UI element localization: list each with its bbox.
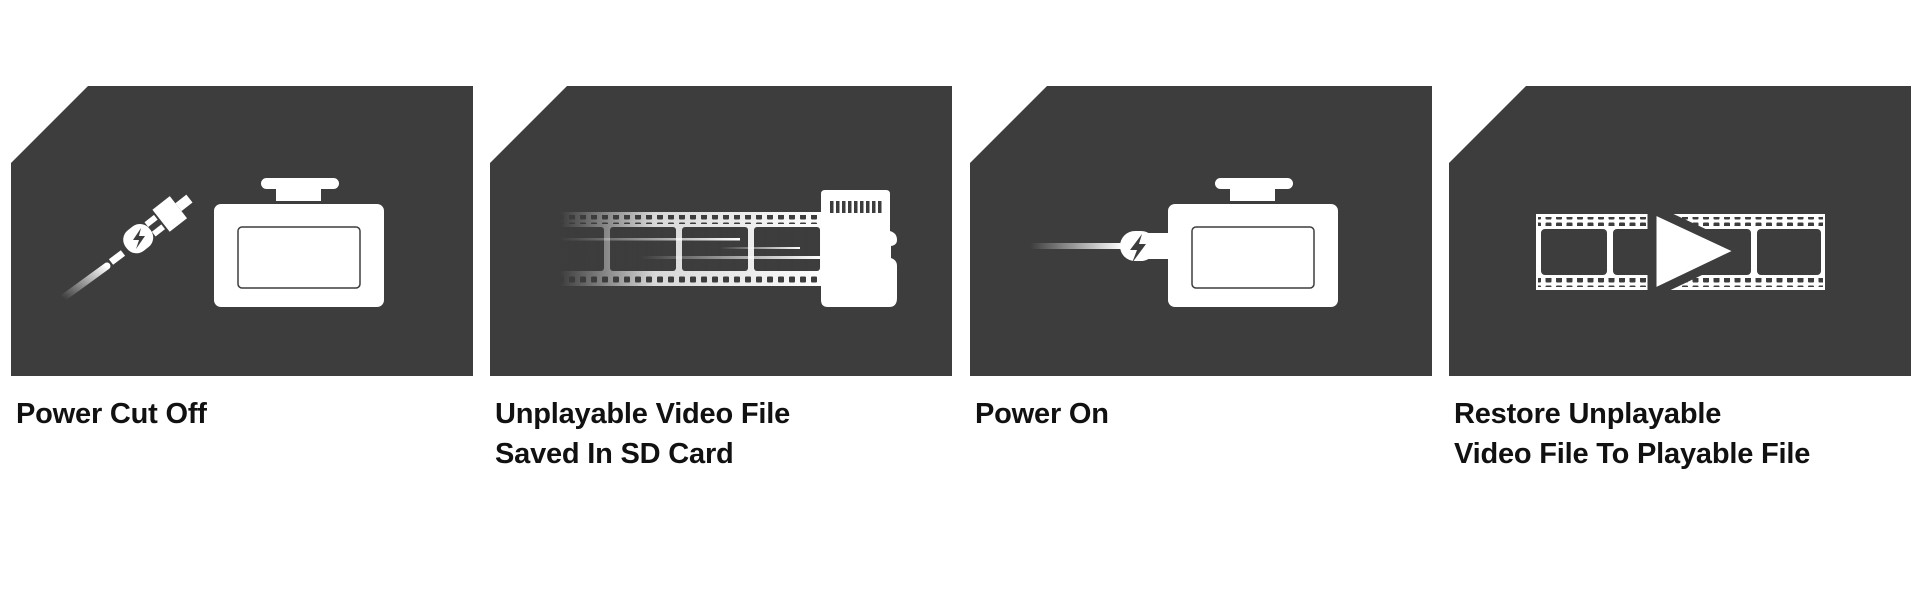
- powered-dashcam-icon: [1030, 178, 1338, 307]
- sd-card-film-icon: [540, 190, 897, 307]
- step-3: 3 Power On: [970, 86, 1432, 434]
- step-2-panel: 2: [490, 86, 952, 376]
- step-3-caption: Power On: [975, 398, 1109, 430]
- step-2-caption: Unplayable Video File Saved In SD Card: [495, 398, 791, 470]
- step-1-number: 1: [19, 89, 41, 131]
- step-2-number: 2: [498, 89, 520, 131]
- step-1-panel: 1: [11, 86, 473, 376]
- step-4-panel: 4: [1449, 86, 1911, 376]
- step-3-number: 3: [978, 89, 1000, 131]
- step-4-number: 4: [1457, 89, 1479, 131]
- play-film-icon: [1536, 204, 1825, 299]
- step-4: 4 Restore Unplayable Video File To Playa…: [1449, 86, 1911, 474]
- step-3-panel: 3: [970, 86, 1432, 376]
- step-1: 1 Power Cut Off: [11, 86, 473, 434]
- step-1-caption: Power Cut Off: [16, 398, 207, 430]
- step-2: 2 Unplayable Video File Saved In SD Card: [490, 86, 952, 474]
- unplugged-cable-icon: [59, 178, 384, 307]
- step-4-caption: Restore Unplayable Video File To Playabl…: [1454, 398, 1811, 470]
